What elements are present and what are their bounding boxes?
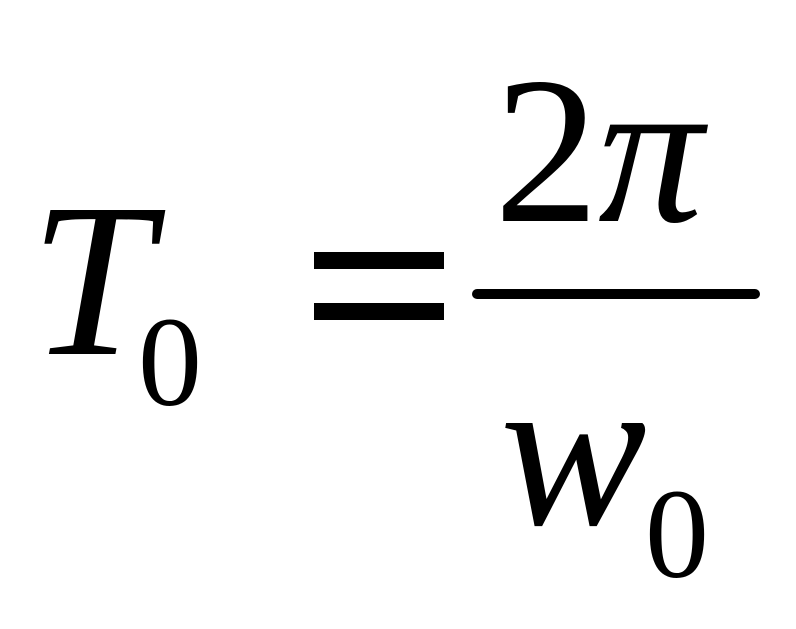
equals-bar-bottom (314, 303, 444, 320)
equals-bar-top (314, 252, 444, 269)
subscript-zero-denominator: 0 (645, 463, 709, 605)
subscript-zero-lhs: 0 (138, 291, 202, 433)
variable-t: T (30, 158, 153, 402)
denominator-variable-w: w (500, 328, 647, 572)
numerator-coefficient: 2 (494, 35, 599, 267)
numerator-pi-symbol: π (598, 35, 704, 267)
fraction-bar (472, 289, 760, 299)
